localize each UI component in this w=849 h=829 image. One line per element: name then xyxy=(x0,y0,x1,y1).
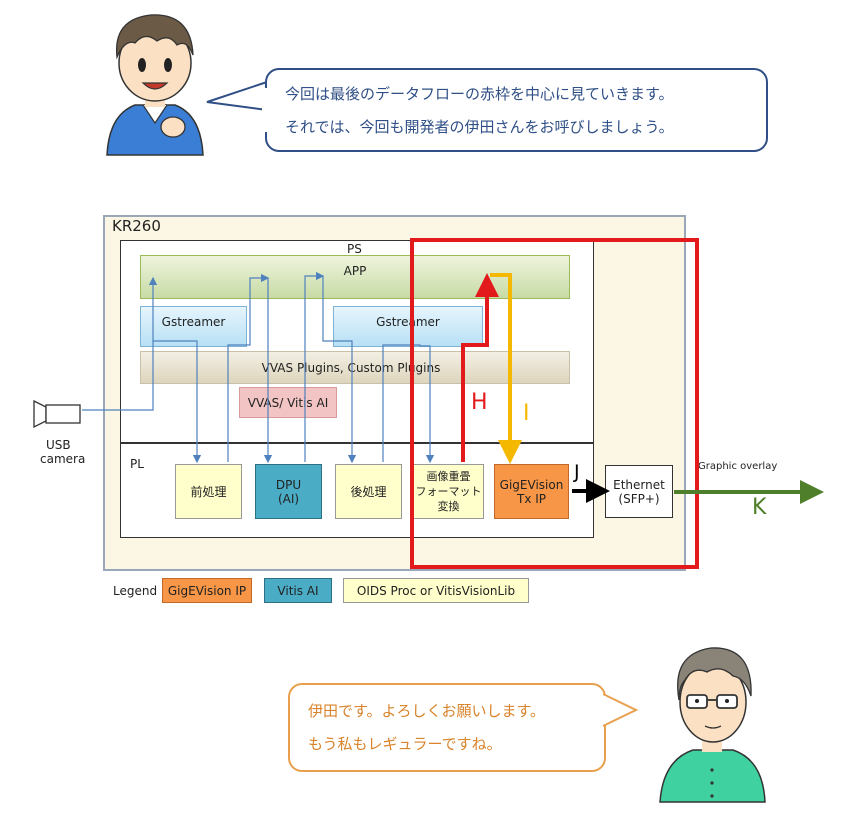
ps-label: PS xyxy=(347,242,362,256)
boy-character xyxy=(106,14,204,156)
pl-label: PL xyxy=(130,457,144,471)
overlay-label-line1: 画像重畳 xyxy=(426,470,471,483)
preprocess-box: 前処理 xyxy=(175,464,242,519)
legend-title: Legend xyxy=(113,584,158,598)
dpu-label-line2: (AI) xyxy=(277,491,300,506)
usb-camera-line2: camera xyxy=(40,452,86,466)
legend-gigevision-label: GigEVision IP xyxy=(167,583,247,598)
dpu-box: DPU (AI) xyxy=(255,464,322,519)
gigevision-label-line1: GigEVision xyxy=(499,477,564,492)
speech-bubble-bottom: 伊田です。よろしくお願いします。 もう私もレギュラーですね。 xyxy=(288,683,606,772)
board-label: KR260 xyxy=(112,217,161,235)
ethernet-label-line1: Ethernet xyxy=(613,477,665,492)
bubble-bottom-tail xyxy=(603,693,639,727)
gstreamer-left-label: Gstreamer xyxy=(161,314,226,329)
postprocess-box: 後処理 xyxy=(335,464,402,519)
bubble-bottom-line1: 伊田です。よろしくお願いします。 xyxy=(308,702,546,720)
arrow-i xyxy=(490,273,522,464)
bubble-top-tail-mask xyxy=(262,88,268,132)
overlay-label-line2: フォーマット xyxy=(415,485,482,498)
man-with-glasses-character xyxy=(659,647,766,803)
preprocess-label: 前処理 xyxy=(190,485,227,499)
overlay-label-line3: 変換 xyxy=(437,500,460,513)
label-k: K xyxy=(752,495,767,520)
bubble-top-line2: それでは、今回も開発者の伊田さんをお呼びしましょう。 xyxy=(285,118,674,136)
bubble-top-line1: 今回は最後のデータフローの赤枠を中心に見ていきます。 xyxy=(285,85,674,103)
postprocess-label: 後処理 xyxy=(350,485,387,499)
gigevision-box: GigEVision Tx IP xyxy=(494,464,569,519)
vvas-plugins-box: VVAS Plugins, Custom Plugins xyxy=(140,351,570,384)
label-h: H xyxy=(471,390,488,415)
vvas-plugins-label: VVAS Plugins, Custom Plugins xyxy=(261,360,441,375)
app-label: APP xyxy=(343,264,367,278)
arrow-h xyxy=(461,273,499,462)
gstreamer-right-label: Gstreamer xyxy=(376,314,440,329)
legend-vitis-label: Vitis AI xyxy=(277,583,319,598)
label-j: J xyxy=(574,461,580,483)
legend-gigevision: GigEVision IP xyxy=(162,578,252,603)
legend-oids: OIDS Proc or VitisVisionLib xyxy=(343,578,529,603)
legend-vitis: Vitis AI xyxy=(264,578,332,603)
graphic-overlay-label: Graphic overlay xyxy=(698,461,778,472)
usb-camera-line1: USB xyxy=(46,438,71,452)
red-highlight-frame xyxy=(410,238,699,569)
overlay-box: 画像重畳 フォーマット 変換 xyxy=(413,464,484,519)
gstreamer-right: Gstreamer xyxy=(333,306,483,347)
gstreamer-left: Gstreamer xyxy=(140,306,247,347)
legend-oids-label: OIDS Proc or VitisVisionLib xyxy=(356,583,516,598)
speech-bubble-top: 今回は最後のデータフローの赤枠を中心に見ていきます。 それでは、今回も開発者の伊… xyxy=(265,68,768,152)
bubble-bottom-line2: もう私もレギュラーですね。 xyxy=(308,735,502,753)
usb-camera-icon xyxy=(33,399,81,429)
ethernet-label-line2: (SFP+) xyxy=(618,491,660,506)
gigevision-label-line2: Tx IP xyxy=(516,491,547,506)
bubble-top-tail xyxy=(206,81,268,111)
dpu-label-line1: DPU xyxy=(275,477,302,492)
label-i: I xyxy=(523,401,530,426)
